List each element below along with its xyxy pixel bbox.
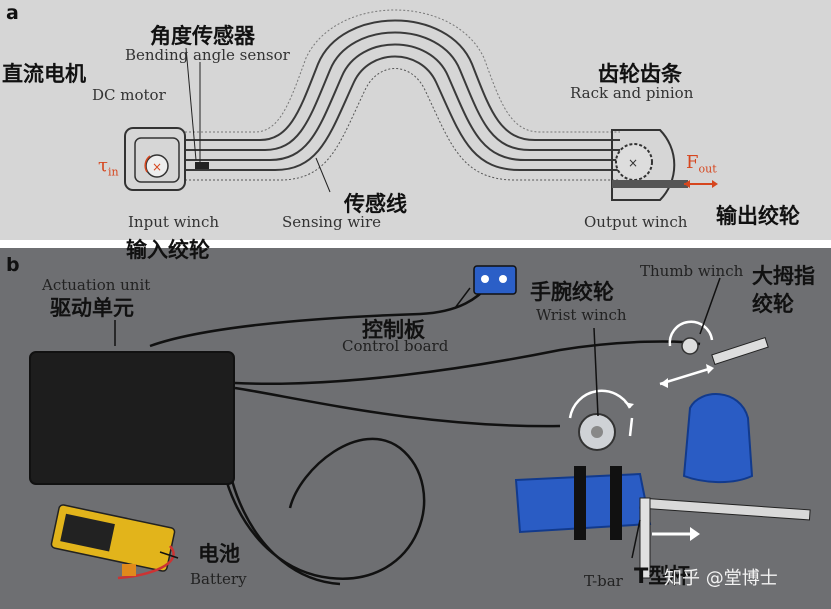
control-board-icon [473, 265, 517, 295]
watermark: 知乎 @堂博士 [664, 568, 778, 589]
angle-sensor-label-en: Bending angle sensor [125, 46, 290, 64]
input-winch-label-zh: 输入绞轮 [126, 238, 210, 262]
actuation-unit-box [29, 351, 235, 485]
thumb-winch-icon [681, 337, 699, 355]
f-out-symbol: Fout [686, 152, 717, 176]
t-bar-rod [639, 497, 811, 521]
thumb-winch-label-en: Thumb winch [640, 262, 744, 280]
t-bar-label-en: T-bar [584, 572, 623, 590]
angle-sensor-label-zh: 角度传感器 [150, 24, 255, 48]
actuation-unit-label-en: Actuation unit [42, 276, 151, 294]
dc-motor-housing [124, 127, 186, 191]
battery-label-en: Battery [190, 570, 247, 588]
t-bar-label-zh: T型杆 [634, 564, 691, 588]
rack [612, 180, 688, 188]
thumb-brace [682, 393, 754, 484]
svg-text:×: × [628, 156, 638, 170]
panel-b: b Actuation unit 驱动单元 控制板 Control board … [0, 248, 831, 609]
pinion-gear-icon [615, 143, 653, 181]
actuation-unit-label-zh: 驱动单元 [50, 296, 134, 320]
control-board-label-en: Control board [342, 337, 449, 355]
panel-a: × × a 直流电机 DC motor 角度传感器 Bending angle … [0, 0, 831, 240]
output-winch-label-zh: 输出绞轮 [716, 204, 800, 228]
sensing-wire-label-en: Sensing wire [282, 213, 382, 231]
rack-pinion-label-zh: 齿轮齿条 [598, 62, 682, 86]
dc-motor-label-en: DC motor [92, 86, 166, 104]
svg-text:×: × [152, 160, 162, 174]
battery-label-zh: 电池 [198, 542, 240, 566]
rack-pinion-label-en: Rack and pinion [570, 84, 694, 102]
wrist-winch-label-zh: 手腕绞轮 [530, 280, 614, 304]
thumb-winch-label-zh-2: 绞轮 [752, 292, 794, 316]
input-winch-label-en: Input winch [128, 213, 220, 231]
cable-mechanism-diagram: × × [124, 9, 718, 201]
angle-sensor-chip [195, 162, 209, 169]
battery-icon [50, 504, 176, 580]
control-board-label-zh: 控制板 [362, 318, 425, 342]
panel-letter-a: a [6, 2, 19, 24]
input-winch-icon [145, 154, 169, 178]
sensing-wire-label-zh: 传感线 [344, 192, 407, 216]
dc-motor-label-zh: 直流电机 [2, 62, 86, 86]
thumb-winch-label-zh-1: 大拇指 [752, 264, 815, 288]
tau-in-symbol: τin [98, 155, 119, 179]
panel-letter-b: b [6, 254, 20, 276]
wrist-winch-label-en: Wrist winch [536, 306, 627, 324]
output-winch-label-en: Output winch [584, 213, 688, 231]
exosuit-photo-illustration [29, 265, 811, 586]
